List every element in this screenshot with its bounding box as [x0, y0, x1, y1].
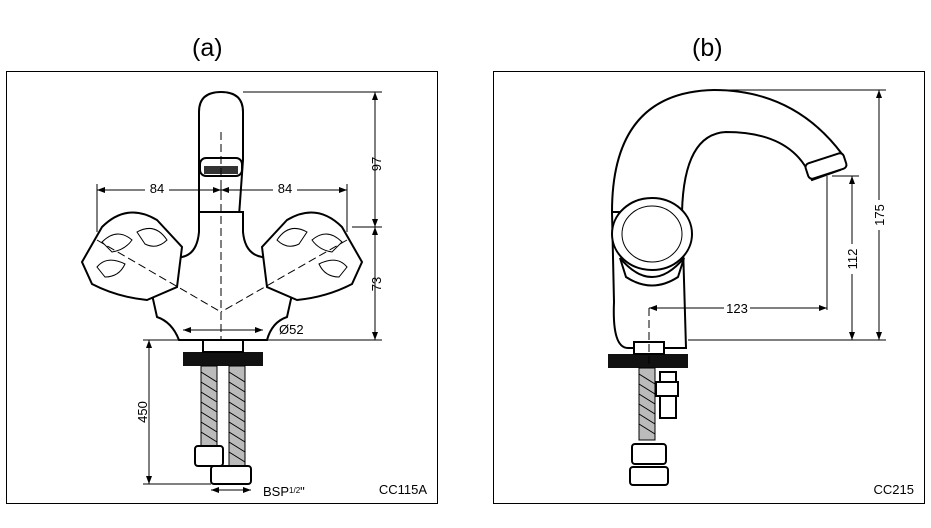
nut-left-a — [194, 445, 224, 467]
handle-b — [611, 197, 693, 271]
spout-b — [610, 88, 844, 213]
dim-hose-length: 450 — [135, 401, 150, 423]
dim-reach: 123 — [726, 301, 748, 316]
threaded-stub-a — [202, 339, 244, 353]
base-plate-a — [183, 352, 263, 366]
nut-right-a — [210, 465, 252, 485]
dim-diameter: Ø52 — [279, 322, 304, 337]
dim-outlet-height: 112 — [845, 249, 860, 270]
dim-spout-height: 97 — [369, 157, 384, 171]
figure-a-label: (a) — [192, 34, 223, 62]
figure-b-panel: 175 112 123 CC215 — [493, 71, 925, 504]
dim-right-width: 84 — [278, 181, 292, 196]
nut-b-2 — [629, 466, 669, 486]
figure-b-label: (b) — [692, 34, 723, 62]
model-code-b: CC215 — [873, 482, 914, 497]
model-code-a: CC115A — [378, 482, 427, 497]
figure-b-drawing: 175 112 123 — [608, 88, 887, 486]
dim-left-width: 84 — [150, 181, 164, 196]
right-handle — [260, 211, 364, 302]
dim-total-height: 175 — [872, 204, 887, 226]
dim-base-height: 73 — [369, 277, 384, 291]
base-plate-b — [608, 354, 688, 368]
figure-a-panel: 84 84 97 73 Ø52 450 BSP1/2" CC115A — [6, 71, 438, 504]
nut-b-1 — [631, 443, 667, 465]
left-handle — [80, 211, 184, 302]
figure-a-drawing: 84 84 97 73 Ø52 450 BSP1/2" — [80, 90, 384, 499]
outlet-b — [804, 152, 848, 180]
dim-thread: BSP1/2" — [263, 484, 305, 499]
